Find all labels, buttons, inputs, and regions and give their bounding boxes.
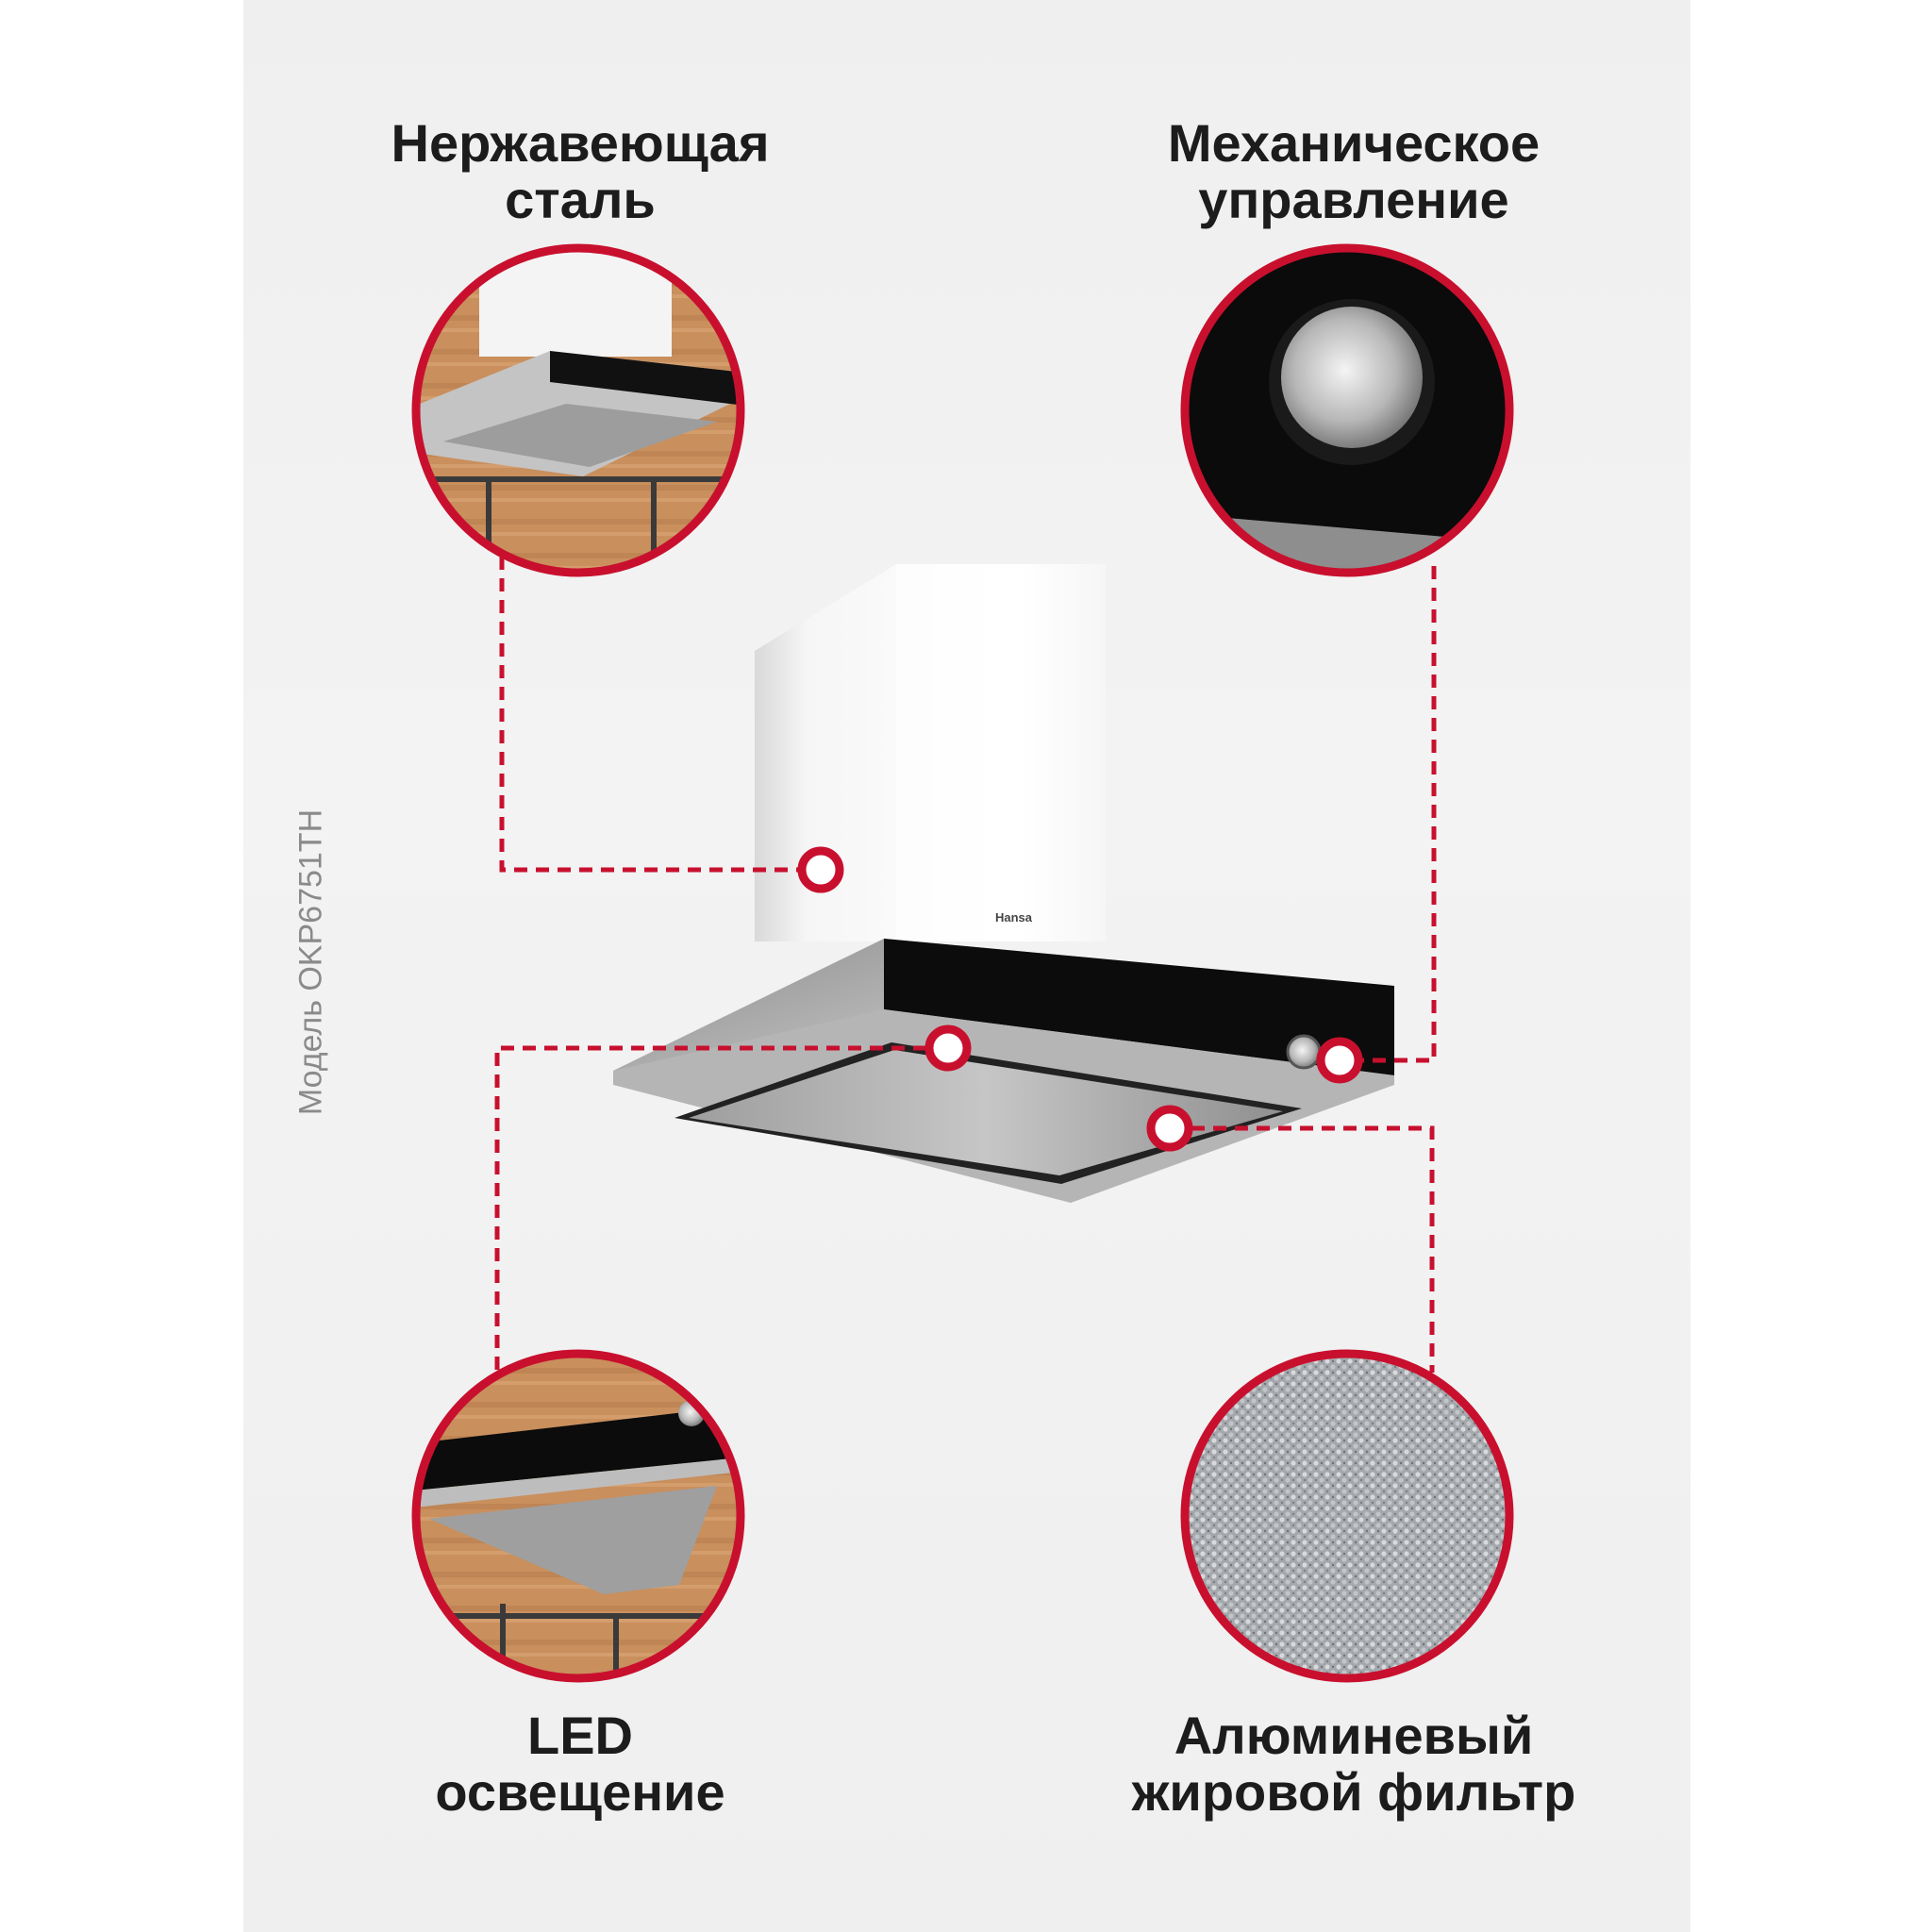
feature-image-aluminum-filter [1180,1349,1514,1683]
connector-stainless-steel [499,557,821,873]
hotspot-markers [797,846,1363,1152]
hotspot-marker-icon [924,1024,972,1072]
feature-title-led-lighting: LED освещение [435,1706,725,1822]
hood-brand-logo: Hansa [995,910,1033,924]
control-knob-icon [1281,307,1423,448]
mesh-filter-icon [1185,1354,1509,1678]
feature-image-mechanical-control [1180,243,1514,577]
feature-title-aluminum-filter: Алюминевый жировой фильтр [1131,1706,1576,1822]
hood-chimney-face [896,564,1106,941]
connector-aluminum-filter [1170,1125,1435,1373]
hotspot-marker-icon [797,846,844,893]
connector-mechanical-control [1340,566,1437,1063]
hotspot-marker-icon [1146,1105,1193,1152]
connector-lines [494,557,1437,1373]
hood-filter-surface [689,1050,1283,1175]
hood-control-knob [1286,1034,1322,1070]
feature-image-led-lighting [411,1349,745,1683]
feature-image-stainless-steel [411,243,745,577]
hood-glass-panel [884,939,1394,1075]
feature-title-mechanical-control: Механическое управление [1167,113,1541,229]
range-hood-product: Hansa [613,564,1394,1203]
feature-title-stainless-steel: Нержавеющая сталь [391,113,770,229]
hotspot-marker-icon [1316,1037,1363,1084]
